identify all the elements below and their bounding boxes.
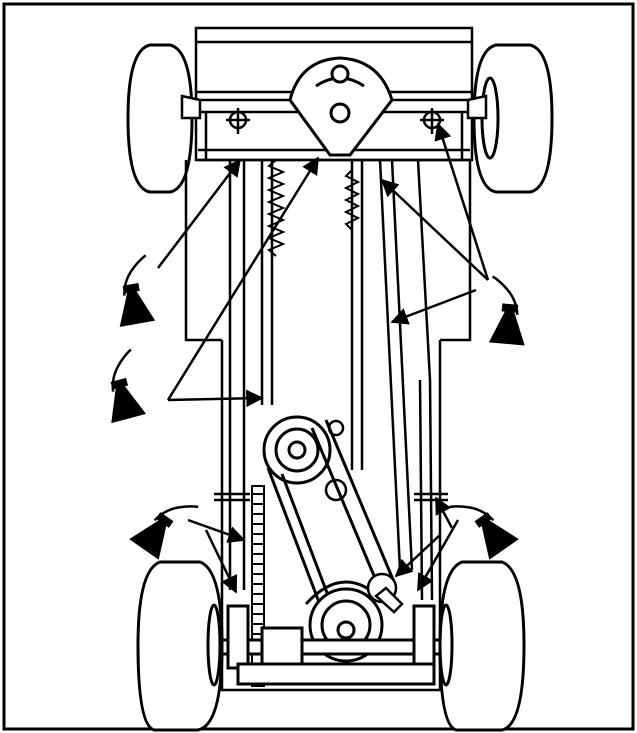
linkage-rods [228,159,434,601]
drive-chain [251,485,265,687]
idler-pulley [324,419,348,502]
steering-sector [288,56,394,157]
oil-can-icon [92,348,150,425]
oil-can-icon [127,483,200,563]
drive-belt-icon [266,419,396,611]
rear-left-wheel [136,560,224,732]
oil-can-icon [485,275,532,347]
rear-axle [208,604,452,686]
oil-can-icon [106,254,159,329]
clutch-fitting [366,572,404,614]
rear-right-wheel [438,560,526,732]
front-left-wheel [126,43,194,194]
kingpin-fitting-left [226,108,250,134]
oil-can-icon [448,483,521,563]
spring-icon [266,159,361,257]
leader-arrow-icon [157,122,490,594]
